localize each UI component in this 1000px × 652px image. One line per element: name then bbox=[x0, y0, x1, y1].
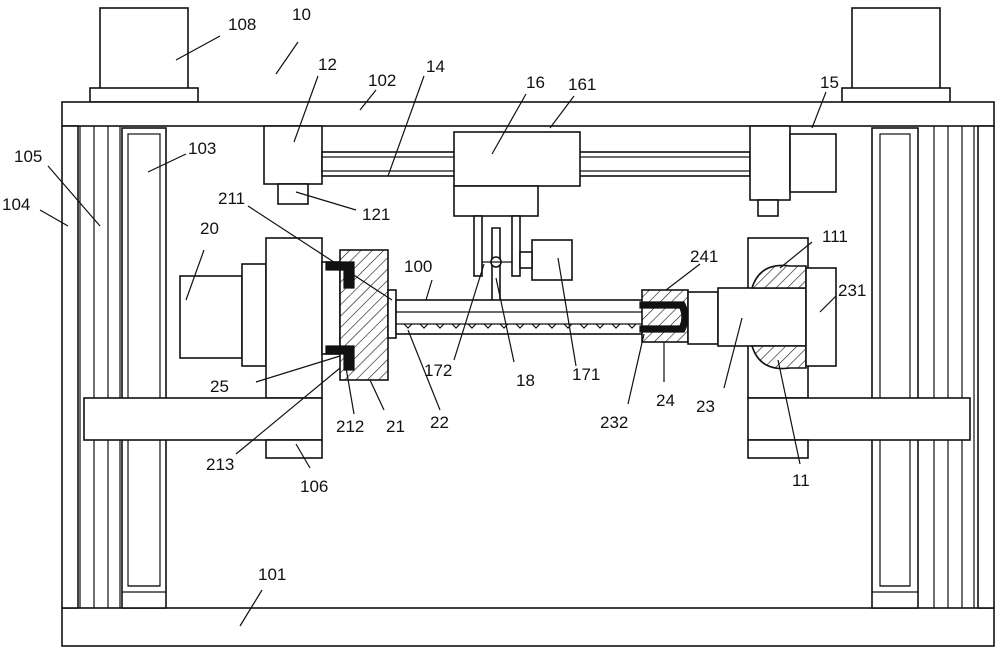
label-232: 232 bbox=[600, 413, 628, 432]
left-column bbox=[79, 126, 167, 609]
label-104: 104 bbox=[2, 195, 30, 214]
lower-beams bbox=[83, 397, 971, 459]
label-102: 102 bbox=[368, 71, 396, 90]
cutter-motor bbox=[531, 239, 573, 281]
reference-labels: 108 10 12 102 14 16 161 15 105 103 104 2… bbox=[2, 5, 866, 584]
right-outer-post bbox=[977, 125, 995, 609]
top-beam bbox=[61, 101, 995, 127]
lower-clamp-block bbox=[750, 345, 807, 370]
label-10: 10 bbox=[292, 5, 311, 24]
label-171: 171 bbox=[572, 365, 600, 384]
label-101: 101 bbox=[258, 565, 286, 584]
left-guide-rail bbox=[121, 127, 167, 609]
upper-clamp-jaw bbox=[325, 261, 355, 289]
leader-lines bbox=[39, 35, 837, 627]
label-14: 14 bbox=[426, 57, 445, 76]
label-21: 21 bbox=[386, 417, 405, 436]
left-chuck-assembly bbox=[179, 237, 397, 399]
label-121: 121 bbox=[362, 205, 390, 224]
frame bbox=[61, 101, 995, 647]
label-16: 16 bbox=[526, 73, 545, 92]
left-support bbox=[265, 237, 323, 399]
label-100: 100 bbox=[404, 257, 432, 276]
right-bearing-seat bbox=[749, 125, 791, 201]
upper-clamp-block bbox=[750, 264, 807, 289]
label-231: 231 bbox=[838, 281, 866, 300]
label-213: 213 bbox=[206, 455, 234, 474]
left-bearing-seat bbox=[263, 125, 323, 185]
label-106: 106 bbox=[300, 477, 328, 496]
cutter-carriage bbox=[453, 131, 581, 314]
label-15: 15 bbox=[820, 73, 839, 92]
screw-motor bbox=[789, 133, 837, 193]
label-212: 212 bbox=[336, 417, 364, 436]
slide-block bbox=[453, 131, 581, 187]
left-outer-post bbox=[61, 125, 79, 609]
label-172: 172 bbox=[424, 361, 452, 380]
top-right-motor bbox=[841, 7, 951, 103]
left-motor bbox=[179, 275, 243, 359]
label-23: 23 bbox=[696, 397, 715, 416]
top-left-motor bbox=[89, 7, 199, 103]
cylinder-cap bbox=[805, 267, 837, 367]
label-111: 111 bbox=[822, 227, 848, 246]
left-cross-beam bbox=[83, 397, 323, 441]
label-25: 25 bbox=[210, 377, 229, 396]
label-11: 11 bbox=[792, 471, 810, 490]
right-plug-assembly bbox=[639, 237, 837, 399]
label-12: 12 bbox=[318, 55, 337, 74]
label-18: 18 bbox=[516, 371, 535, 390]
label-241: 241 bbox=[690, 247, 718, 266]
label-211: 211 bbox=[218, 189, 245, 208]
right-guide-rail bbox=[871, 127, 919, 609]
label-103: 103 bbox=[188, 139, 216, 158]
base-plate bbox=[61, 607, 995, 647]
push-rod bbox=[687, 291, 719, 345]
plug-sleeve bbox=[641, 289, 689, 343]
label-22: 22 bbox=[430, 413, 449, 432]
label-108: 108 bbox=[228, 15, 256, 34]
label-24: 24 bbox=[656, 391, 675, 410]
label-161: 161 bbox=[568, 75, 596, 94]
lower-clamp-jaw bbox=[325, 345, 355, 371]
label-20: 20 bbox=[200, 219, 219, 238]
workpiece-tube bbox=[395, 299, 645, 335]
cutter-housing bbox=[453, 185, 539, 217]
push-cylinder bbox=[717, 287, 807, 347]
label-105: 105 bbox=[14, 147, 42, 166]
right-cross-beam bbox=[747, 397, 971, 441]
right-column bbox=[871, 126, 975, 609]
